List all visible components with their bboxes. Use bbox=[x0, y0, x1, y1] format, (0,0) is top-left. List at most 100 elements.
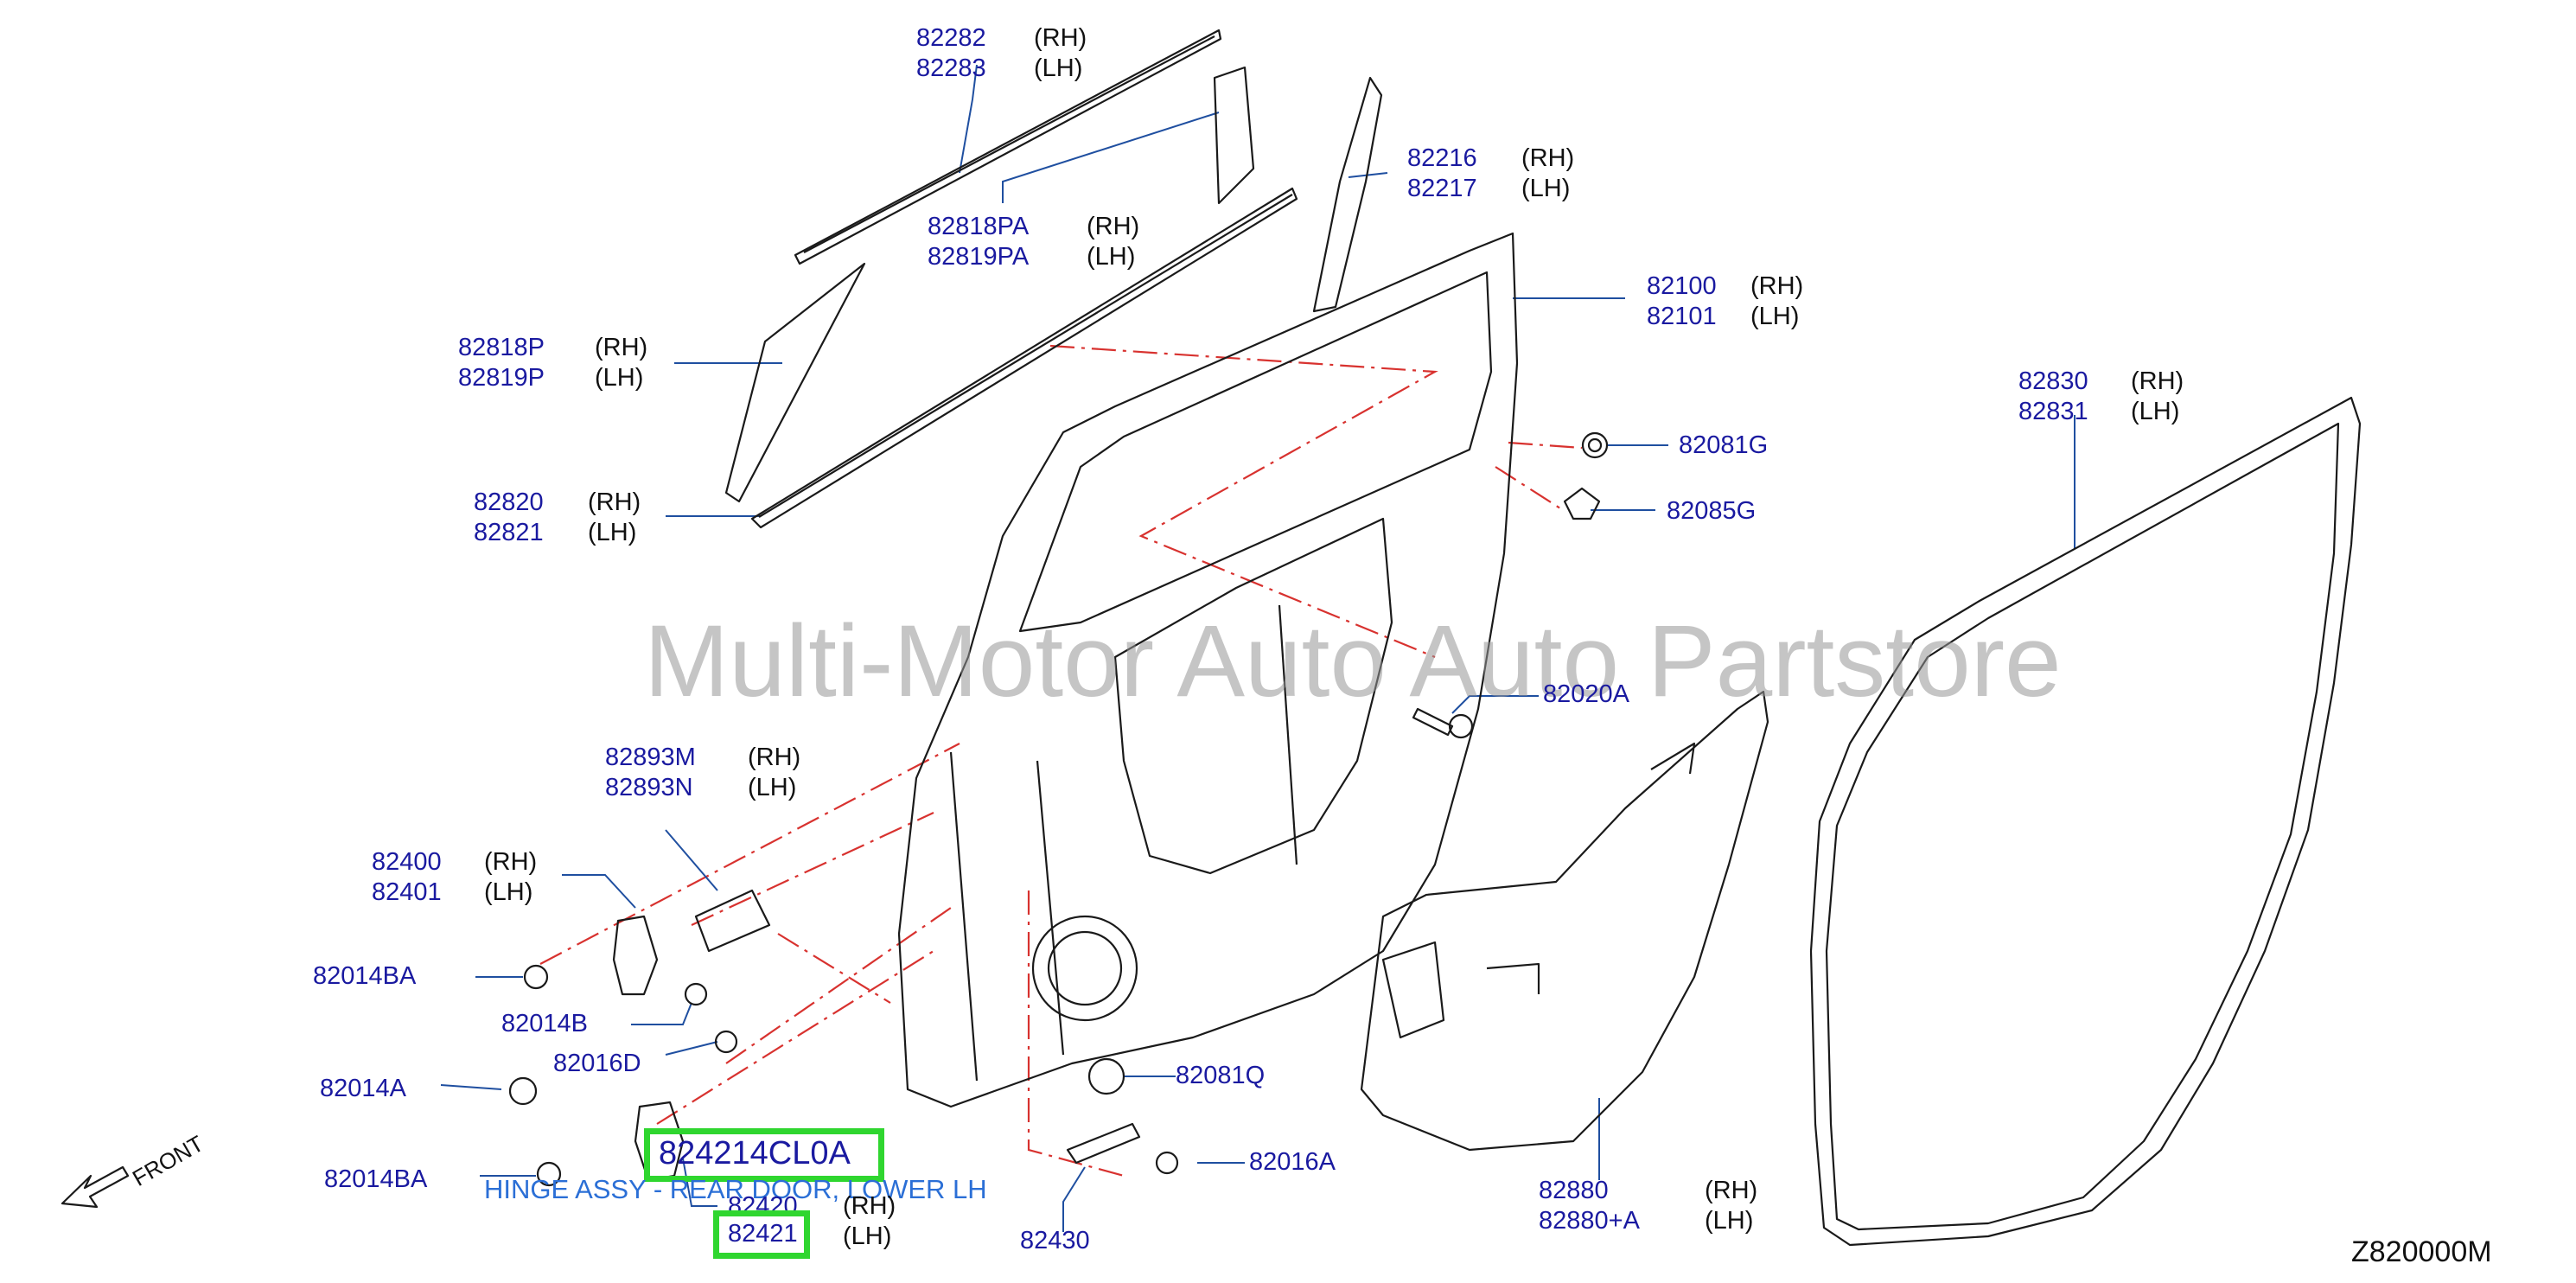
side-label: (LH) bbox=[748, 774, 797, 801]
dash-line bbox=[1495, 466, 1561, 509]
part-plug-82081Q bbox=[1087, 1057, 1125, 1095]
part-check-link bbox=[1066, 1122, 1141, 1165]
part-door-panel bbox=[897, 232, 1519, 1108]
part-bolt-82014B bbox=[684, 982, 708, 1006]
part-bolt-82014BA-upper bbox=[523, 964, 549, 990]
part-bolt-82020A bbox=[1412, 707, 1454, 737]
part-label-82020A[interactable]: 82020A bbox=[1543, 680, 1629, 708]
dash-line bbox=[691, 812, 934, 926]
leader-line bbox=[631, 1002, 692, 1025]
part-label-82819P[interactable]: 82819P bbox=[458, 364, 545, 392]
part-weatherstrip bbox=[1809, 396, 2362, 1247]
leader-line bbox=[440, 1084, 502, 1090]
leader-line bbox=[1348, 172, 1388, 178]
leader-line bbox=[959, 64, 978, 174]
part-sealing-screen-cutout bbox=[1650, 742, 1696, 775]
part-label-82014B[interactable]: 82014B bbox=[501, 1010, 588, 1037]
highlight-part-number[interactable]: 824214CL0A bbox=[659, 1135, 851, 1171]
dash-line bbox=[725, 907, 952, 1064]
part-upper-moulding bbox=[794, 29, 1222, 265]
side-label: (LH) bbox=[1750, 303, 1800, 330]
part-bumper-82085G bbox=[1563, 487, 1601, 520]
part-label-82100[interactable]: 82100 bbox=[1647, 272, 1717, 300]
dash-line bbox=[539, 743, 960, 965]
part-label-82217[interactable]: 82217 bbox=[1407, 175, 1477, 202]
part-belt-moulding bbox=[750, 187, 1298, 529]
part-label-82880-A[interactable]: 82880+A bbox=[1539, 1207, 1640, 1235]
part-bolt-82016A bbox=[1155, 1151, 1179, 1175]
part-label-82283[interactable]: 82283 bbox=[916, 54, 986, 82]
dash-line bbox=[656, 950, 934, 1125]
part-bolt-82014BA-lower bbox=[536, 1161, 562, 1187]
side-label: (LH) bbox=[595, 364, 644, 392]
watermark: Multi-Motor Auto Auto Partstore bbox=[644, 604, 2062, 718]
part-label-82014A[interactable]: 82014A bbox=[320, 1075, 406, 1102]
part-label-82016A[interactable]: 82016A bbox=[1249, 1148, 1336, 1176]
part-label-82085G[interactable]: 82085G bbox=[1667, 497, 1757, 525]
part-sash bbox=[1312, 76, 1383, 313]
part-door-stiffener bbox=[1278, 604, 1298, 865]
side-label: (RH) bbox=[1705, 1177, 1758, 1204]
leader-line bbox=[665, 829, 718, 891]
part-label-82830[interactable]: 82830 bbox=[2018, 367, 2088, 395]
part-hinge-upper bbox=[612, 915, 659, 996]
part-weatherstrip-inner bbox=[1825, 422, 2340, 1231]
part-label-82081Q[interactable]: 82081Q bbox=[1176, 1062, 1266, 1089]
part-label-82820[interactable]: 82820 bbox=[474, 488, 544, 516]
side-label: (RH) bbox=[1087, 213, 1140, 240]
part-door-inner-cutout bbox=[1113, 517, 1393, 875]
part-label-82282[interactable]: 82282 bbox=[916, 24, 986, 52]
leader-line bbox=[1062, 1166, 1086, 1232]
leader-line bbox=[682, 1158, 717, 1207]
side-label: (LH) bbox=[1087, 243, 1136, 271]
side-label: (LH) bbox=[588, 519, 637, 546]
highlight-box-part-number[interactable] bbox=[644, 1128, 884, 1182]
side-label: (RH) bbox=[2131, 367, 2184, 395]
part-label-82818P[interactable]: 82818P bbox=[458, 334, 545, 361]
front-arrow-icon bbox=[61, 1165, 130, 1209]
leader-line bbox=[562, 874, 636, 909]
part-label-82880[interactable]: 82880 bbox=[1539, 1177, 1609, 1204]
part-pad-82893M bbox=[694, 889, 771, 953]
part-applique-front bbox=[724, 262, 866, 503]
part-label-82400[interactable]: 82400 bbox=[372, 848, 442, 876]
side-label: (LH) bbox=[1521, 175, 1571, 202]
highlight-description: HINGE ASSY - REAR DOOR, LOWER LH bbox=[484, 1174, 987, 1204]
part-plug-82081G-inner bbox=[1587, 437, 1603, 453]
part-label-82893M[interactable]: 82893M bbox=[605, 744, 696, 771]
part-label-82101[interactable]: 82101 bbox=[1647, 303, 1717, 330]
side-label: (RH) bbox=[843, 1192, 896, 1220]
part-label-82818PA[interactable]: 82818PA bbox=[928, 213, 1030, 240]
dash-line bbox=[1027, 890, 1125, 1178]
part-label-82081G[interactable]: 82081G bbox=[1679, 431, 1769, 459]
side-label: (LH) bbox=[2131, 398, 2180, 425]
dash-line bbox=[1049, 344, 1438, 659]
part-bolt-82016D bbox=[714, 1030, 738, 1054]
part-label-82430[interactable]: 82430 bbox=[1020, 1227, 1090, 1254]
highlight-box-callout[interactable] bbox=[713, 1210, 810, 1259]
side-label: (RH) bbox=[1521, 144, 1575, 172]
part-bolt-82020A-head bbox=[1448, 713, 1474, 739]
part-label-82831[interactable]: 82831 bbox=[2018, 398, 2088, 425]
part-upper-moulding-inner bbox=[803, 35, 1215, 253]
part-bolt-82014A bbox=[508, 1076, 538, 1106]
part-label-82819PA[interactable]: 82819PA bbox=[928, 243, 1030, 271]
side-label: (RH) bbox=[1750, 272, 1804, 300]
dash-line bbox=[1508, 441, 1583, 450]
part-plug-82081G bbox=[1581, 431, 1609, 459]
diagram-code: Z820000M bbox=[2351, 1235, 2492, 1268]
side-label: (LH) bbox=[1034, 54, 1083, 82]
part-applique-rear bbox=[1213, 66, 1255, 205]
part-speaker-hole bbox=[1031, 915, 1138, 1022]
part-label-82401[interactable]: 82401 bbox=[372, 878, 442, 906]
part-label-82014BA[interactable]: 82014BA bbox=[324, 1165, 428, 1193]
part-label-82014BA[interactable]: 82014BA bbox=[313, 962, 417, 990]
part-label-82821[interactable]: 82821 bbox=[474, 519, 544, 546]
side-label: (LH) bbox=[484, 878, 533, 906]
part-label-82421[interactable]: 82421 bbox=[728, 1220, 798, 1248]
part-label-82216[interactable]: 82216 bbox=[1407, 144, 1477, 172]
part-label-82016D[interactable]: 82016D bbox=[553, 1050, 641, 1077]
part-label-82893N[interactable]: 82893N bbox=[605, 774, 693, 801]
